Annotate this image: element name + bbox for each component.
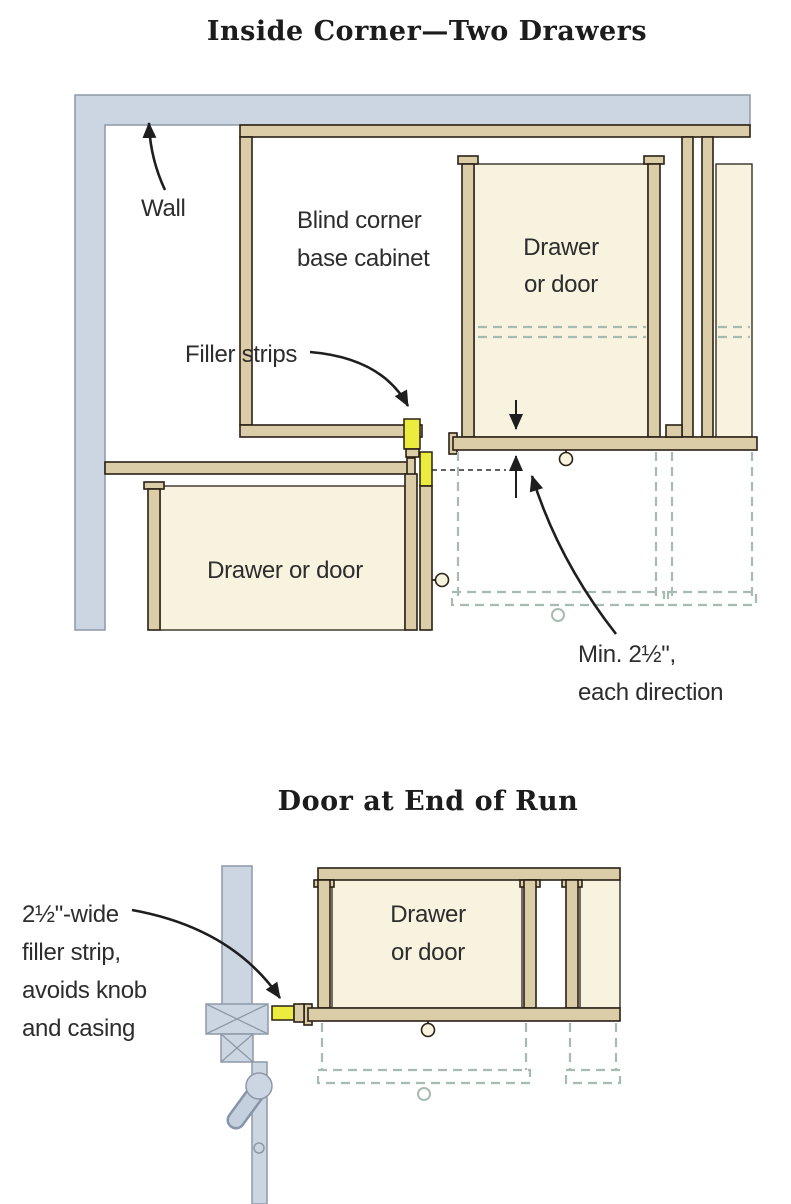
drawer-front-bar [448, 424, 758, 467]
lower-left-cabinet [104, 457, 450, 631]
cabinet-front-panel [331, 877, 523, 1009]
blind-corner-label-line2: base cabinet [297, 245, 430, 272]
extended-drawer-dashed [450, 452, 758, 622]
bottom-diagram: Door at End of Run [22, 786, 622, 1204]
filler-joint-block [293, 1003, 305, 1023]
right-cabinet-left-stile [461, 163, 475, 438]
cabinet-front-panel-partial [579, 877, 621, 1009]
bottom-diagram-title: Door at End of Run [278, 786, 579, 817]
dashed-drawer-front [316, 1068, 532, 1085]
dashed-drawer-knob [551, 608, 565, 622]
min-leader-arrow [529, 475, 618, 635]
filler-note-leader-arrow [131, 908, 282, 999]
dashed-drawer-front [666, 590, 758, 607]
right-cabinet-front-panel [473, 163, 649, 438]
filler-note-line1: 2½"-wide [22, 901, 119, 928]
filler-joint-block [405, 448, 420, 458]
filler-note-line4: and casing [22, 1015, 135, 1042]
stile-cap [643, 155, 665, 165]
far-right-cabinet [681, 136, 753, 438]
filler-strip-upper [403, 418, 421, 450]
door-handle [226, 1072, 273, 1154]
lower-cabinet-right-stile [404, 473, 418, 631]
drawer-knob [420, 1022, 436, 1038]
wall-leader-arrow [142, 122, 167, 191]
stile-cap [457, 155, 479, 165]
min-dimension-label-line1: Min. 2½", [578, 641, 676, 668]
filler-strip [271, 1005, 295, 1021]
dashed-drawer-knob [417, 1087, 431, 1101]
filler-strip-lower [419, 451, 433, 487]
stile-cap [143, 481, 165, 490]
extended-drawer-dashed-bottom [316, 1023, 622, 1101]
drawer-label-line1: Drawer [390, 901, 466, 928]
lower-cabinet-left-stile [147, 488, 161, 631]
front-bar [452, 436, 758, 451]
cabinet-mid-stile [523, 879, 537, 1009]
door-latch-dot [253, 1142, 265, 1154]
cabinet-left-stile [317, 879, 331, 1009]
left-drawer-label: Drawer or door [207, 557, 363, 584]
blind-corner-label-line1: Blind corner [297, 207, 422, 234]
drawer-label-line2: or door [391, 939, 465, 966]
filler-leader-arrow [309, 350, 410, 407]
filler-note-line2: filler strip, [22, 939, 121, 966]
wall-shape [74, 94, 751, 631]
door-handle-rosette [245, 1072, 273, 1100]
jamb-x-brace [220, 1033, 254, 1063]
blind-cabinet-left-stile [239, 136, 253, 426]
top-diagram-title: Inside Corner—Two Drawers [207, 16, 647, 47]
top-diagram: Inside Corner—Two Drawers [74, 16, 758, 706]
wall-label: Wall [141, 195, 186, 222]
cabinet-top-rail [317, 867, 621, 881]
blind-corner-cabinet [239, 136, 423, 438]
dashed-drawer-front [564, 1068, 622, 1085]
filler-strips-label: Filler strips [185, 341, 297, 368]
front-bar-joint-block [665, 424, 683, 438]
lower-cabinet-side-face [419, 485, 433, 631]
drawer-knob [558, 451, 574, 467]
lower-cabinet-top-rail [104, 461, 414, 475]
far-right-stile [681, 136, 694, 438]
cabinet-top-rail [239, 124, 751, 138]
end-of-run-cabinet [303, 867, 621, 1038]
front-bar [307, 1007, 621, 1022]
wall-band [221, 865, 253, 1007]
casing-x-brace [205, 1003, 269, 1035]
far-right-front-panel [715, 163, 753, 438]
blind-cabinet-bottom-rail [239, 424, 423, 438]
dimension-indicator [432, 400, 523, 498]
right-cabinet-right-stile [647, 163, 661, 438]
dashed-drawer-front [450, 590, 666, 607]
door-knob [434, 572, 450, 588]
lower-cabinet-front-panel [159, 485, 406, 631]
right-drawer-label-line1: Drawer [523, 234, 599, 261]
cabinet-mid-stile [565, 879, 579, 1009]
filler-note-line3: avoids knob [22, 977, 147, 1004]
right-drawer-label-line2: or door [524, 271, 598, 298]
min-dimension-label-line2: each direction [578, 679, 723, 706]
far-right-stile [701, 136, 714, 438]
